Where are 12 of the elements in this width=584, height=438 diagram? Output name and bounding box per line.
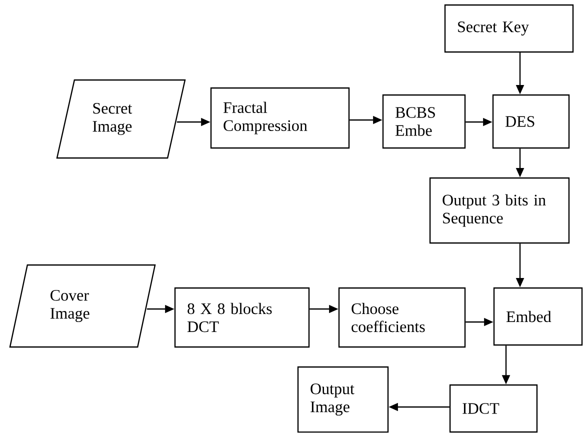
process-box: Output 3 bits in Sequence [429, 177, 570, 244]
process-box: Choose coefficients [338, 287, 466, 348]
process-box: Secret Key [444, 4, 574, 53]
input-parallelogram: Secret Image [56, 79, 186, 159]
process-box: Output Image [297, 366, 389, 433]
process-box: Embed [493, 287, 583, 346]
process-box: Fractal Compression [210, 87, 350, 149]
process-box: IDCT [449, 384, 538, 433]
process-box: BCBS Embe [382, 94, 466, 149]
process-box: 8 X 8 blocks DCT [174, 287, 310, 348]
process-box: DES [492, 94, 570, 149]
input-parallelogram: Cover Image [9, 264, 156, 348]
